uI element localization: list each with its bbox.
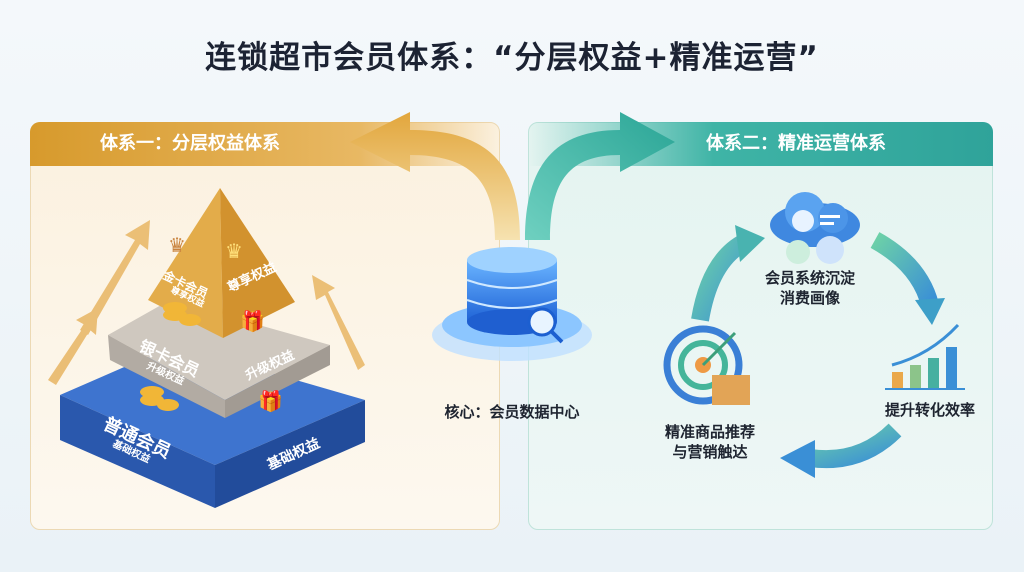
arrow-right-icon (525, 112, 675, 240)
gift-icon: 🎁 (240, 309, 265, 333)
core-diagram (350, 112, 675, 361)
target-icon (663, 325, 743, 405)
operation-cycle (663, 192, 965, 478)
bar-chart-icon (885, 323, 965, 390)
step-recommend-label: 精准商品推荐与营销触达 (664, 423, 755, 461)
cloud-profile-icon (770, 192, 860, 247)
arrow-left-icon (350, 112, 520, 240)
cycle-arrow-icon (870, 232, 939, 308)
cart-icon (786, 240, 810, 264)
growth-arrows (48, 220, 365, 385)
membership-pyramid: ♛ ♛ 🎁 🎁 金卡会员 尊享权益 尊享权益 银卡会员 升级权益 升级权益 普通… (48, 188, 365, 508)
magnifier-icon (527, 307, 564, 344)
precision-operation-panel (528, 122, 993, 530)
cycle-arrow-icon (808, 423, 902, 469)
package-icon (712, 375, 750, 405)
tier-silver (108, 300, 330, 418)
crown-icon: ♛ (168, 233, 186, 257)
step-conversion-label: 提升转化效率 (884, 401, 975, 419)
gift-icon: 🎁 (258, 389, 283, 413)
core-label: 核心：会员数据中心 (444, 403, 580, 421)
page-title: 连锁超市会员体系：“分层权益+精准运营” (205, 40, 819, 76)
coins-icon (140, 386, 179, 411)
cart-icon (816, 236, 844, 264)
tier-gold (148, 188, 295, 338)
cycle-arrow-icon (691, 233, 750, 322)
crown-icon: ♛ (225, 239, 243, 263)
coins-icon (163, 302, 201, 326)
step-profile-label: 会员系统沉淀消费画像 (764, 269, 855, 307)
